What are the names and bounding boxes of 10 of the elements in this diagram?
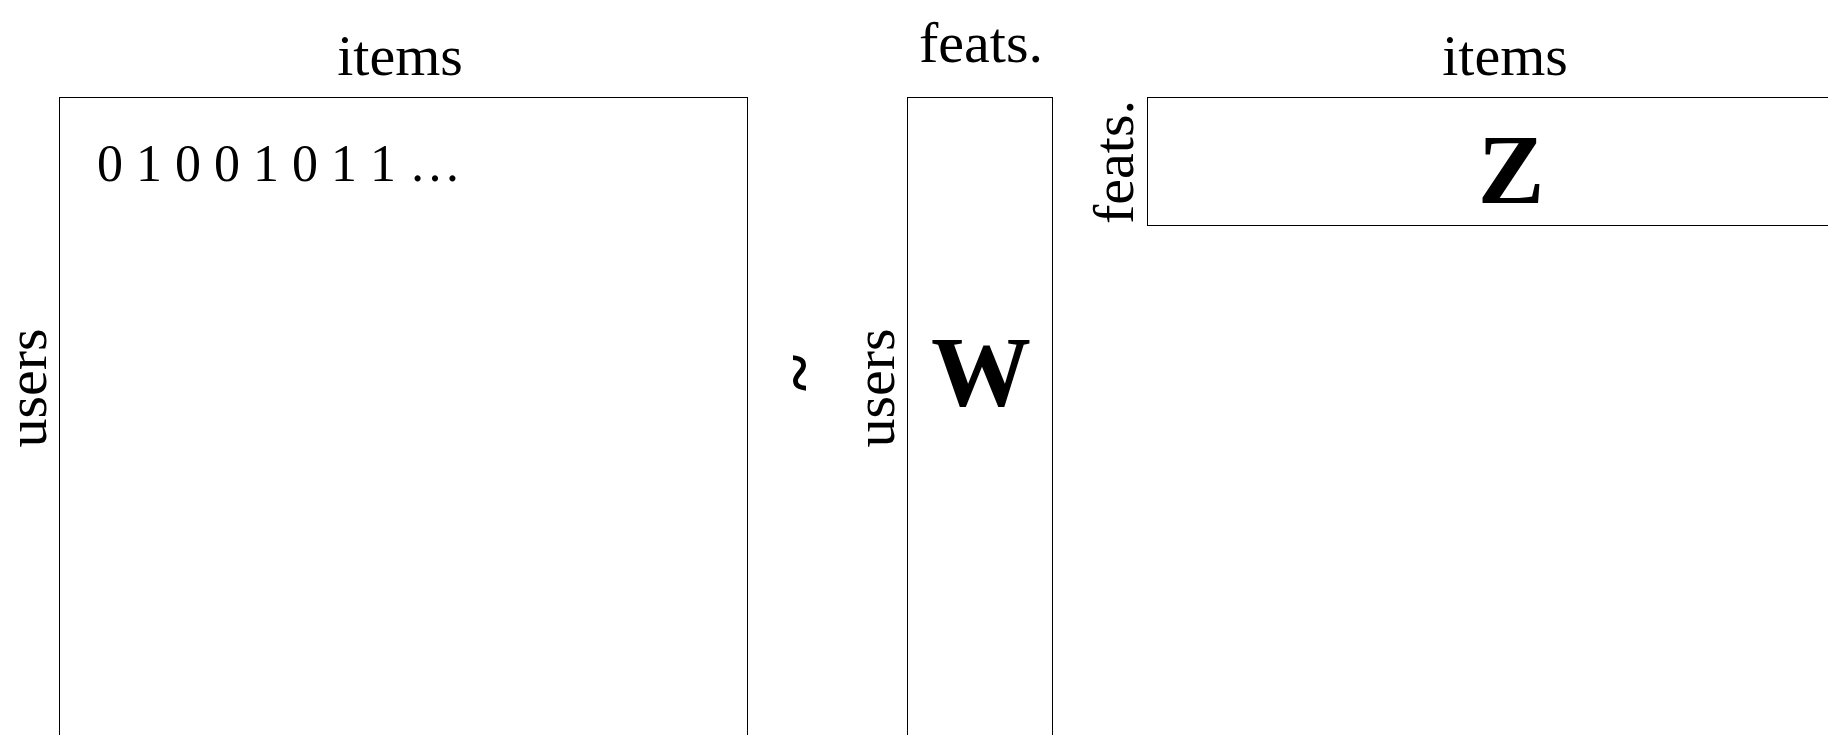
matrix-row-values: 0 1 0 0 1 0 1 1 …	[97, 138, 461, 190]
axis-label: users	[846, 328, 904, 448]
matrix-symbol: Z	[1477, 120, 1545, 220]
axis-label: items	[1442, 27, 1568, 85]
axis-label: feats.	[919, 14, 1043, 72]
approx-sign: ~	[765, 354, 835, 392]
axis-label: feats.	[1085, 100, 1143, 224]
axis-label: users	[0, 328, 56, 448]
axis-label: items	[337, 27, 463, 85]
matrix-symbol: W	[931, 322, 1031, 422]
